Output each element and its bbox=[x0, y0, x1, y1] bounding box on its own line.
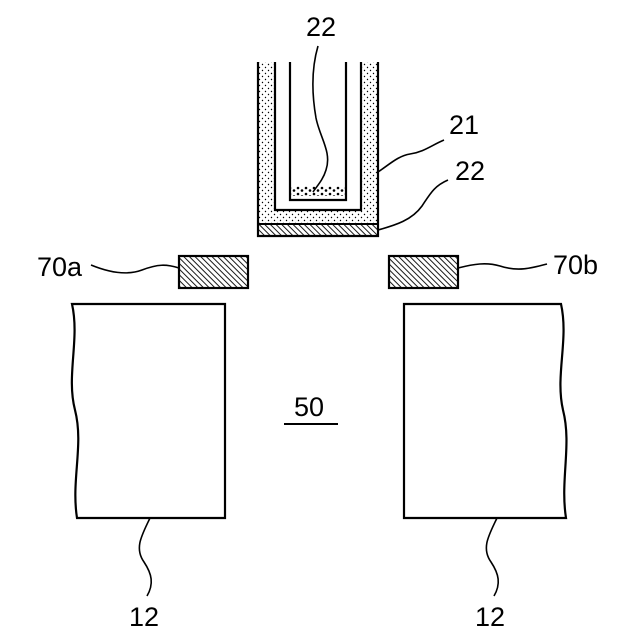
leader-side-22 bbox=[378, 180, 448, 230]
label-left-12: 12 bbox=[129, 602, 159, 632]
inner-container-wall bbox=[290, 62, 346, 200]
label-70a: 70a bbox=[37, 252, 83, 282]
member-12-left bbox=[72, 304, 225, 518]
heater-70b bbox=[389, 256, 458, 288]
member-12-right bbox=[404, 304, 566, 518]
crucible-hatched-bottom bbox=[258, 224, 378, 236]
label-top-22: 22 bbox=[306, 12, 336, 42]
leader-right-12 bbox=[486, 518, 498, 596]
label-side-22: 22 bbox=[455, 156, 485, 186]
leader-21 bbox=[378, 140, 444, 172]
heater-70a bbox=[179, 256, 248, 288]
leader-70a bbox=[91, 265, 179, 273]
crucible-21 bbox=[258, 62, 378, 236]
source-container-22 bbox=[290, 62, 346, 200]
source-material bbox=[290, 186, 346, 196]
leader-70b bbox=[458, 264, 547, 269]
label-50: 50 bbox=[294, 392, 324, 422]
label-70b: 70b bbox=[553, 250, 598, 280]
label-21: 21 bbox=[449, 110, 479, 140]
leader-left-12 bbox=[139, 518, 151, 596]
leader-top-22 bbox=[313, 46, 328, 192]
label-right-12: 12 bbox=[475, 602, 505, 632]
